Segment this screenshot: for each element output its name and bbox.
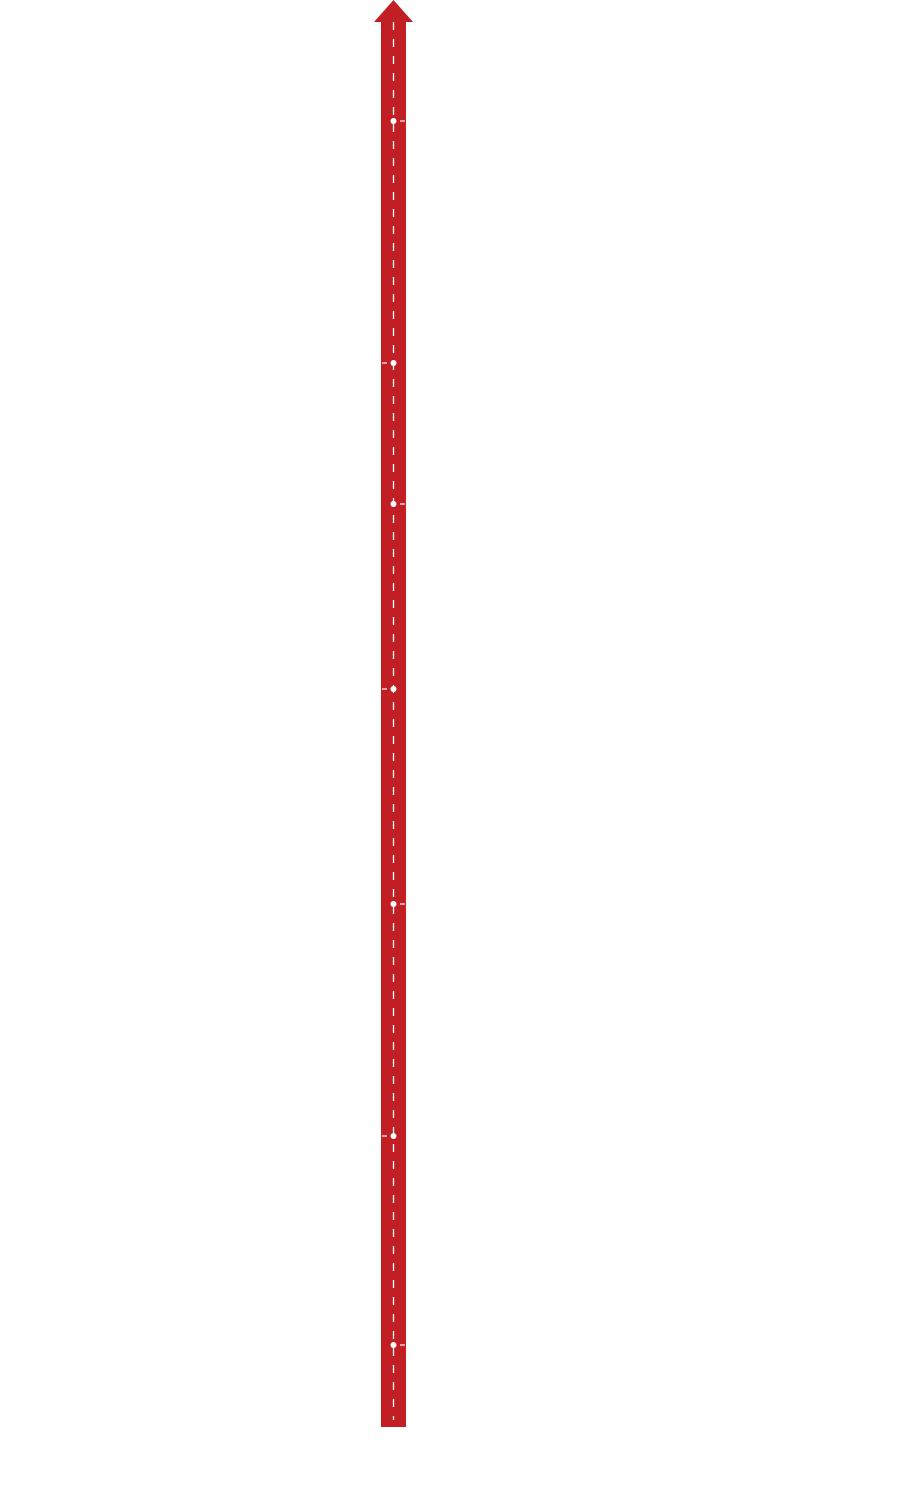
timeline-arrow-head-icon [374, 0, 413, 22]
milestone-dot-m2 [390, 360, 397, 366]
milestone-dot-m6 [390, 1133, 397, 1139]
milestone-dot-m7 [390, 1342, 397, 1348]
milestone-dot-m1 [390, 118, 397, 124]
milestone-dot-m5 [390, 901, 397, 907]
milestone-dot-m4 [390, 686, 397, 692]
milestone-dot-m3 [390, 501, 397, 507]
timeline-milestones [382, 118, 405, 1348]
